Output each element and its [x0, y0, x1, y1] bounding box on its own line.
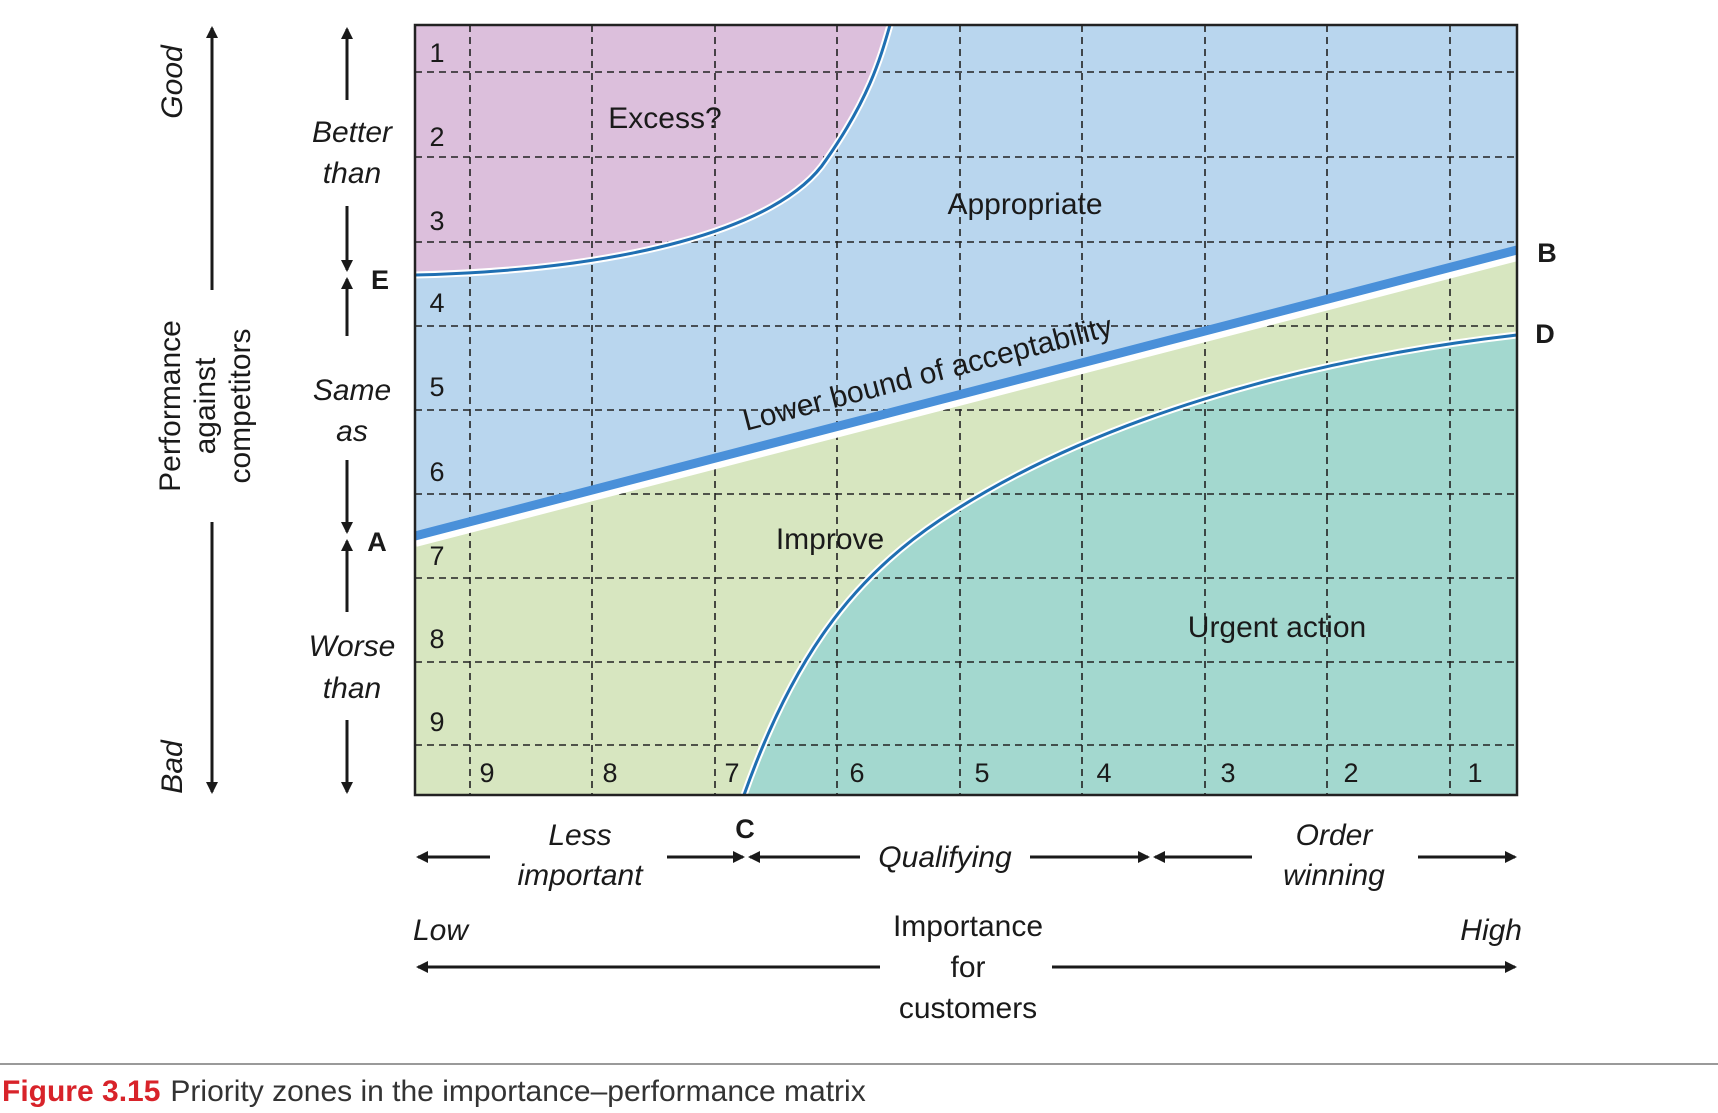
- column-number: 9: [479, 758, 494, 788]
- figure-number: Figure 3.15: [2, 1075, 161, 1108]
- appropriate-label: Appropriate: [947, 188, 1102, 221]
- row-number: 8: [429, 624, 444, 654]
- bad-label: Bad: [156, 739, 189, 794]
- row-number: 7: [429, 541, 444, 571]
- worse-than-label: than: [323, 672, 381, 705]
- row-number: 4: [429, 288, 444, 318]
- performance-title-line: competitors: [224, 328, 257, 483]
- performance-title-line: Performance: [154, 320, 187, 492]
- order-winning-label: winning: [1283, 859, 1385, 892]
- row-number: 5: [429, 372, 444, 402]
- improve-label: Improve: [776, 523, 884, 556]
- urgent-action-label: Urgent action: [1188, 611, 1366, 644]
- caption-rule: [0, 1063, 1718, 1065]
- lower-bound-band: [413, 245, 1519, 541]
- worse-than-label: Worse: [309, 630, 396, 663]
- column-number: 5: [974, 758, 989, 788]
- importance-title-line: customers: [899, 992, 1037, 1025]
- same-as-label: Same: [313, 374, 391, 407]
- order-winning-label: Order: [1296, 819, 1374, 852]
- point-b-label: B: [1537, 238, 1557, 268]
- figure-caption: Figure 3.15 Priority zones in the importa…: [2, 1075, 866, 1109]
- column-number: 6: [849, 758, 864, 788]
- high-label: High: [1460, 914, 1522, 947]
- urgent-boundary-line: [742, 333, 1518, 796]
- same-as-label: as: [336, 415, 368, 448]
- matrix-frame: [413, 23, 1519, 797]
- row-number: 9: [429, 707, 444, 737]
- importance-band-labels: Less important Qualifying Order winning: [517, 819, 1385, 892]
- row-number: 2: [429, 122, 444, 152]
- less-important-label: important: [517, 859, 644, 892]
- column-number: 3: [1220, 758, 1235, 788]
- column-number: 8: [602, 758, 617, 788]
- column-number: 7: [724, 758, 739, 788]
- column-number-labels: 9 8 7 6 5 4 3 2 1: [479, 758, 1482, 788]
- point-d-label: D: [1535, 319, 1555, 349]
- importance-title-line: for: [950, 951, 985, 984]
- good-label: Good: [156, 44, 189, 119]
- less-important-label: Less: [548, 819, 611, 852]
- excess-boundary-line: [414, 24, 892, 277]
- performance-band-labels: Better than Same as Worse than: [309, 116, 396, 705]
- point-e-label: E: [371, 265, 389, 295]
- urgent-action-zone: [744, 335, 1517, 795]
- column-number: 4: [1096, 758, 1111, 788]
- point-a-label: A: [367, 527, 387, 557]
- point-labels: A B C D E: [367, 238, 1557, 844]
- better-than-label: than: [323, 157, 381, 190]
- row-number: 3: [429, 206, 444, 236]
- row-number: 1: [429, 38, 444, 68]
- row-number: 6: [429, 457, 444, 487]
- good-bad-axis: Good Bad Performance against competitors: [154, 26, 257, 794]
- figure-caption-text: Priority zones in the importance–perform…: [170, 1075, 866, 1108]
- column-number: 2: [1343, 758, 1358, 788]
- performance-axis-title: Performance against competitors: [154, 320, 257, 492]
- point-c-label: C: [735, 814, 755, 844]
- low-label: Low: [413, 914, 470, 947]
- row-number-labels: 1 2 3 4 5 6 7 8 9: [429, 38, 444, 737]
- column-number: 1: [1467, 758, 1482, 788]
- performance-title-line: against: [189, 357, 222, 454]
- excess-zone: [415, 25, 890, 275]
- importance-axis: Low High Importance for customers: [413, 910, 1522, 1025]
- better-than-label: Better: [312, 116, 393, 149]
- excess-label: Excess?: [608, 102, 721, 135]
- qualifying-label: Qualifying: [878, 841, 1012, 874]
- importance-title-line: Importance: [893, 910, 1043, 943]
- zone-boundaries: [413, 24, 1519, 797]
